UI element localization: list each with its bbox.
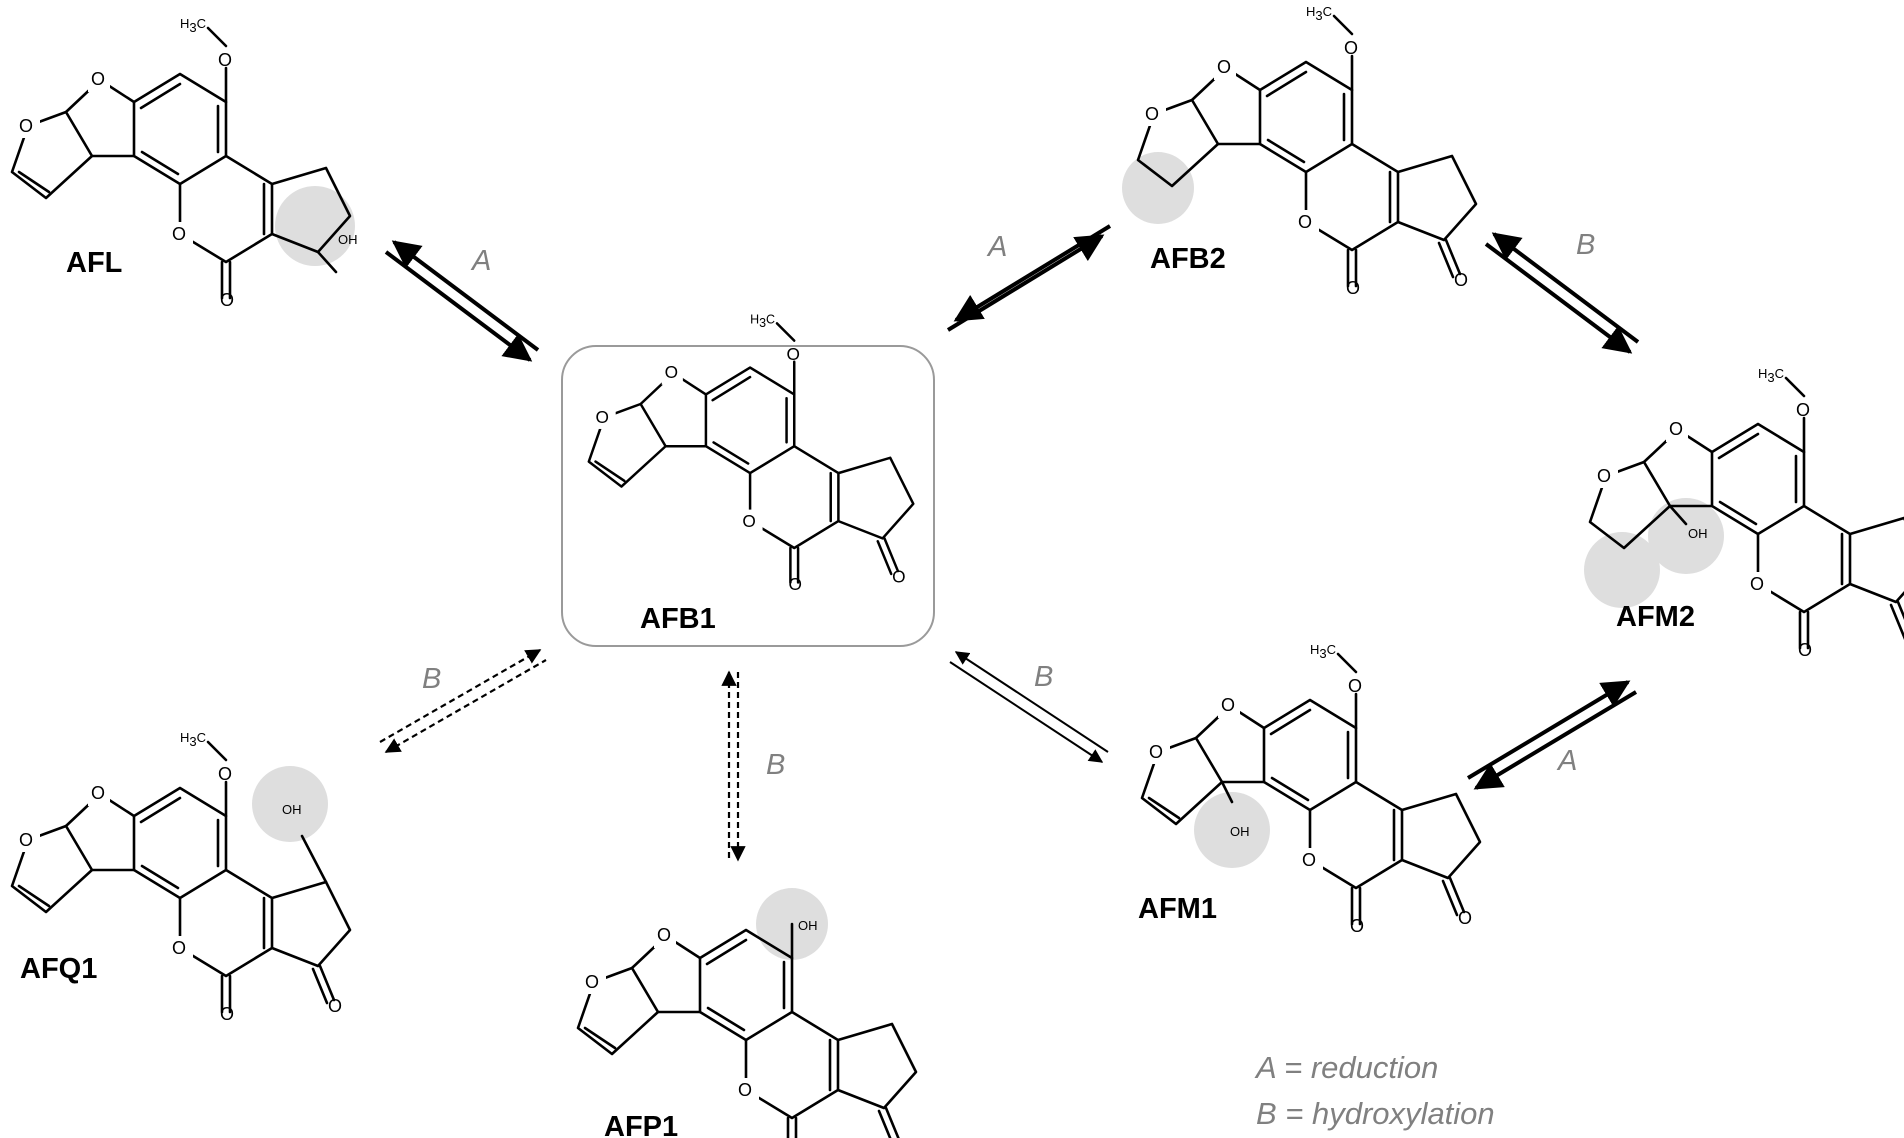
label-afb1-afp1: B [766,749,785,781]
compound-afl: O O O O OH O H3C AFL [10,16,358,310]
arrow-afb1-afq1 [379,649,547,753]
afq1-oxygen-furan: O [91,783,105,803]
afp1-oxygen-furan: O [657,925,671,945]
afb1-oxygen-methoxy: O [787,344,800,364]
arrow-afl-afb1 [384,240,540,362]
afb1-label: AFB1 [640,603,716,635]
afm1-oxygen-lactone: O [1302,850,1316,870]
afb1-frame [561,345,935,647]
afm1-oxygen-outer: O [1149,742,1163,762]
label-afl-afb1: A [470,245,491,277]
afm2-hydroxyl: OH [1688,526,1708,541]
afm1-label: AFM1 [1138,893,1217,925]
afb2-label: AFB2 [1150,243,1226,275]
afb1-oxygen-ketone: O [892,567,905,587]
compound-afb2: O O O O O O H3C AFB2 [1122,4,1478,298]
afm1-methyl: H3C [1310,642,1336,661]
afb1-oxygen-outer: O [596,407,609,427]
label-afm1-afm2: A [1556,745,1577,777]
compound-afm2: O O O O O OH O H3C AFM2 [1584,366,1904,660]
afm2-oxygen-methoxy: O [1796,400,1810,420]
afb2-methyl: H3C [1306,4,1332,23]
compound-afb1: O O O O O O H3C AFB1 [561,312,935,647]
legend-hydroxylation: B = hydroxylation [1256,1096,1495,1131]
label-afb2-afm2: B [1576,229,1595,261]
afq1-oxygen-carbonyl: O [220,1004,234,1024]
label-afb1-afb2: A [986,231,1007,263]
afl-oxygen-methoxy: O [218,50,232,70]
afp1-oxygen-lactone: O [738,1080,752,1100]
afl-oxygen-carbonyl: O [220,290,234,310]
legend-reduction: A = reduction [1254,1050,1438,1085]
afm2-label: AFM2 [1616,601,1695,633]
afb2-oxygen-carbonyl: O [1346,278,1360,298]
afp1-oxygen-outer: O [585,972,599,992]
afl-hydroxyl: OH [338,232,358,247]
afm1-oxygen-carbonyl: O [1350,916,1364,936]
afb2-oxygen-lactone: O [1298,212,1312,232]
arrow-afb1-afp1 [721,670,746,862]
afm1-oxygen-ketone: O [1458,908,1472,928]
afb1-methyl: H3C [750,312,775,330]
afb2-oxygen-furan: O [1217,57,1231,77]
afm1-hydroxyl: OH [1230,824,1250,839]
arrow-afb1-afb2 [946,224,1112,332]
afl-oxygen-furan: O [91,69,105,89]
legend: A = reduction B = hydroxylation [1254,1050,1495,1131]
afb2-oxygen-outer: O [1145,104,1159,124]
afq1-methyl: H3C [180,730,206,749]
afq1-oxygen-outer: O [19,830,33,850]
afl-oxygen-lactone: O [172,224,186,244]
compound-afm1: O O O O O OH O H3C AFM1 [1138,642,1482,936]
compound-afq1: O O O O O OH O H3C AFQ1 [10,730,352,1024]
afm1-oxygen-furan: O [1221,695,1235,715]
afp1-hydroxyl: OH [798,918,818,933]
afm2-oxygen-carbonyl: O [1798,640,1812,660]
label-afb1-afq1: B [422,663,441,695]
arrow-afb1-afm1 [949,651,1109,763]
arrow-afb2-afm2 [1484,232,1640,354]
compound-afp1: O O O O O OH AFP1 [576,888,918,1138]
arrow-afm1-afm2 [1466,680,1638,790]
afq1-oxygen-methoxy: O [218,764,232,784]
afb2-oxygen-ketone: O [1454,270,1468,290]
afq1-oxygen-lactone: O [172,938,186,958]
afl-oxygen-outer: O [19,116,33,136]
afb1-oxygen-furan: O [665,362,678,382]
afq1-hydroxyl: OH [282,802,302,817]
afm2-oxygen-outer: O [1597,466,1611,486]
afb1-oxygen-lactone: O [742,511,755,531]
afq1-oxygen-ketone: O [328,996,342,1016]
afm1-oxygen-methoxy: O [1348,676,1362,696]
afb1-oxygen-carbonyl: O [788,574,801,594]
afl-label: AFL [66,247,122,279]
afb2-oxygen-methoxy: O [1344,38,1358,58]
afm2-oxygen-lactone: O [1750,574,1764,594]
afl-methyl: H3C [180,16,206,35]
afp1-label: AFP1 [604,1111,678,1138]
label-afb1-afm1: B [1034,661,1053,693]
afm2-methyl: H3C [1758,366,1784,385]
afm2-oxygen-furan: O [1669,419,1683,439]
afq1-label: AFQ1 [20,953,97,985]
